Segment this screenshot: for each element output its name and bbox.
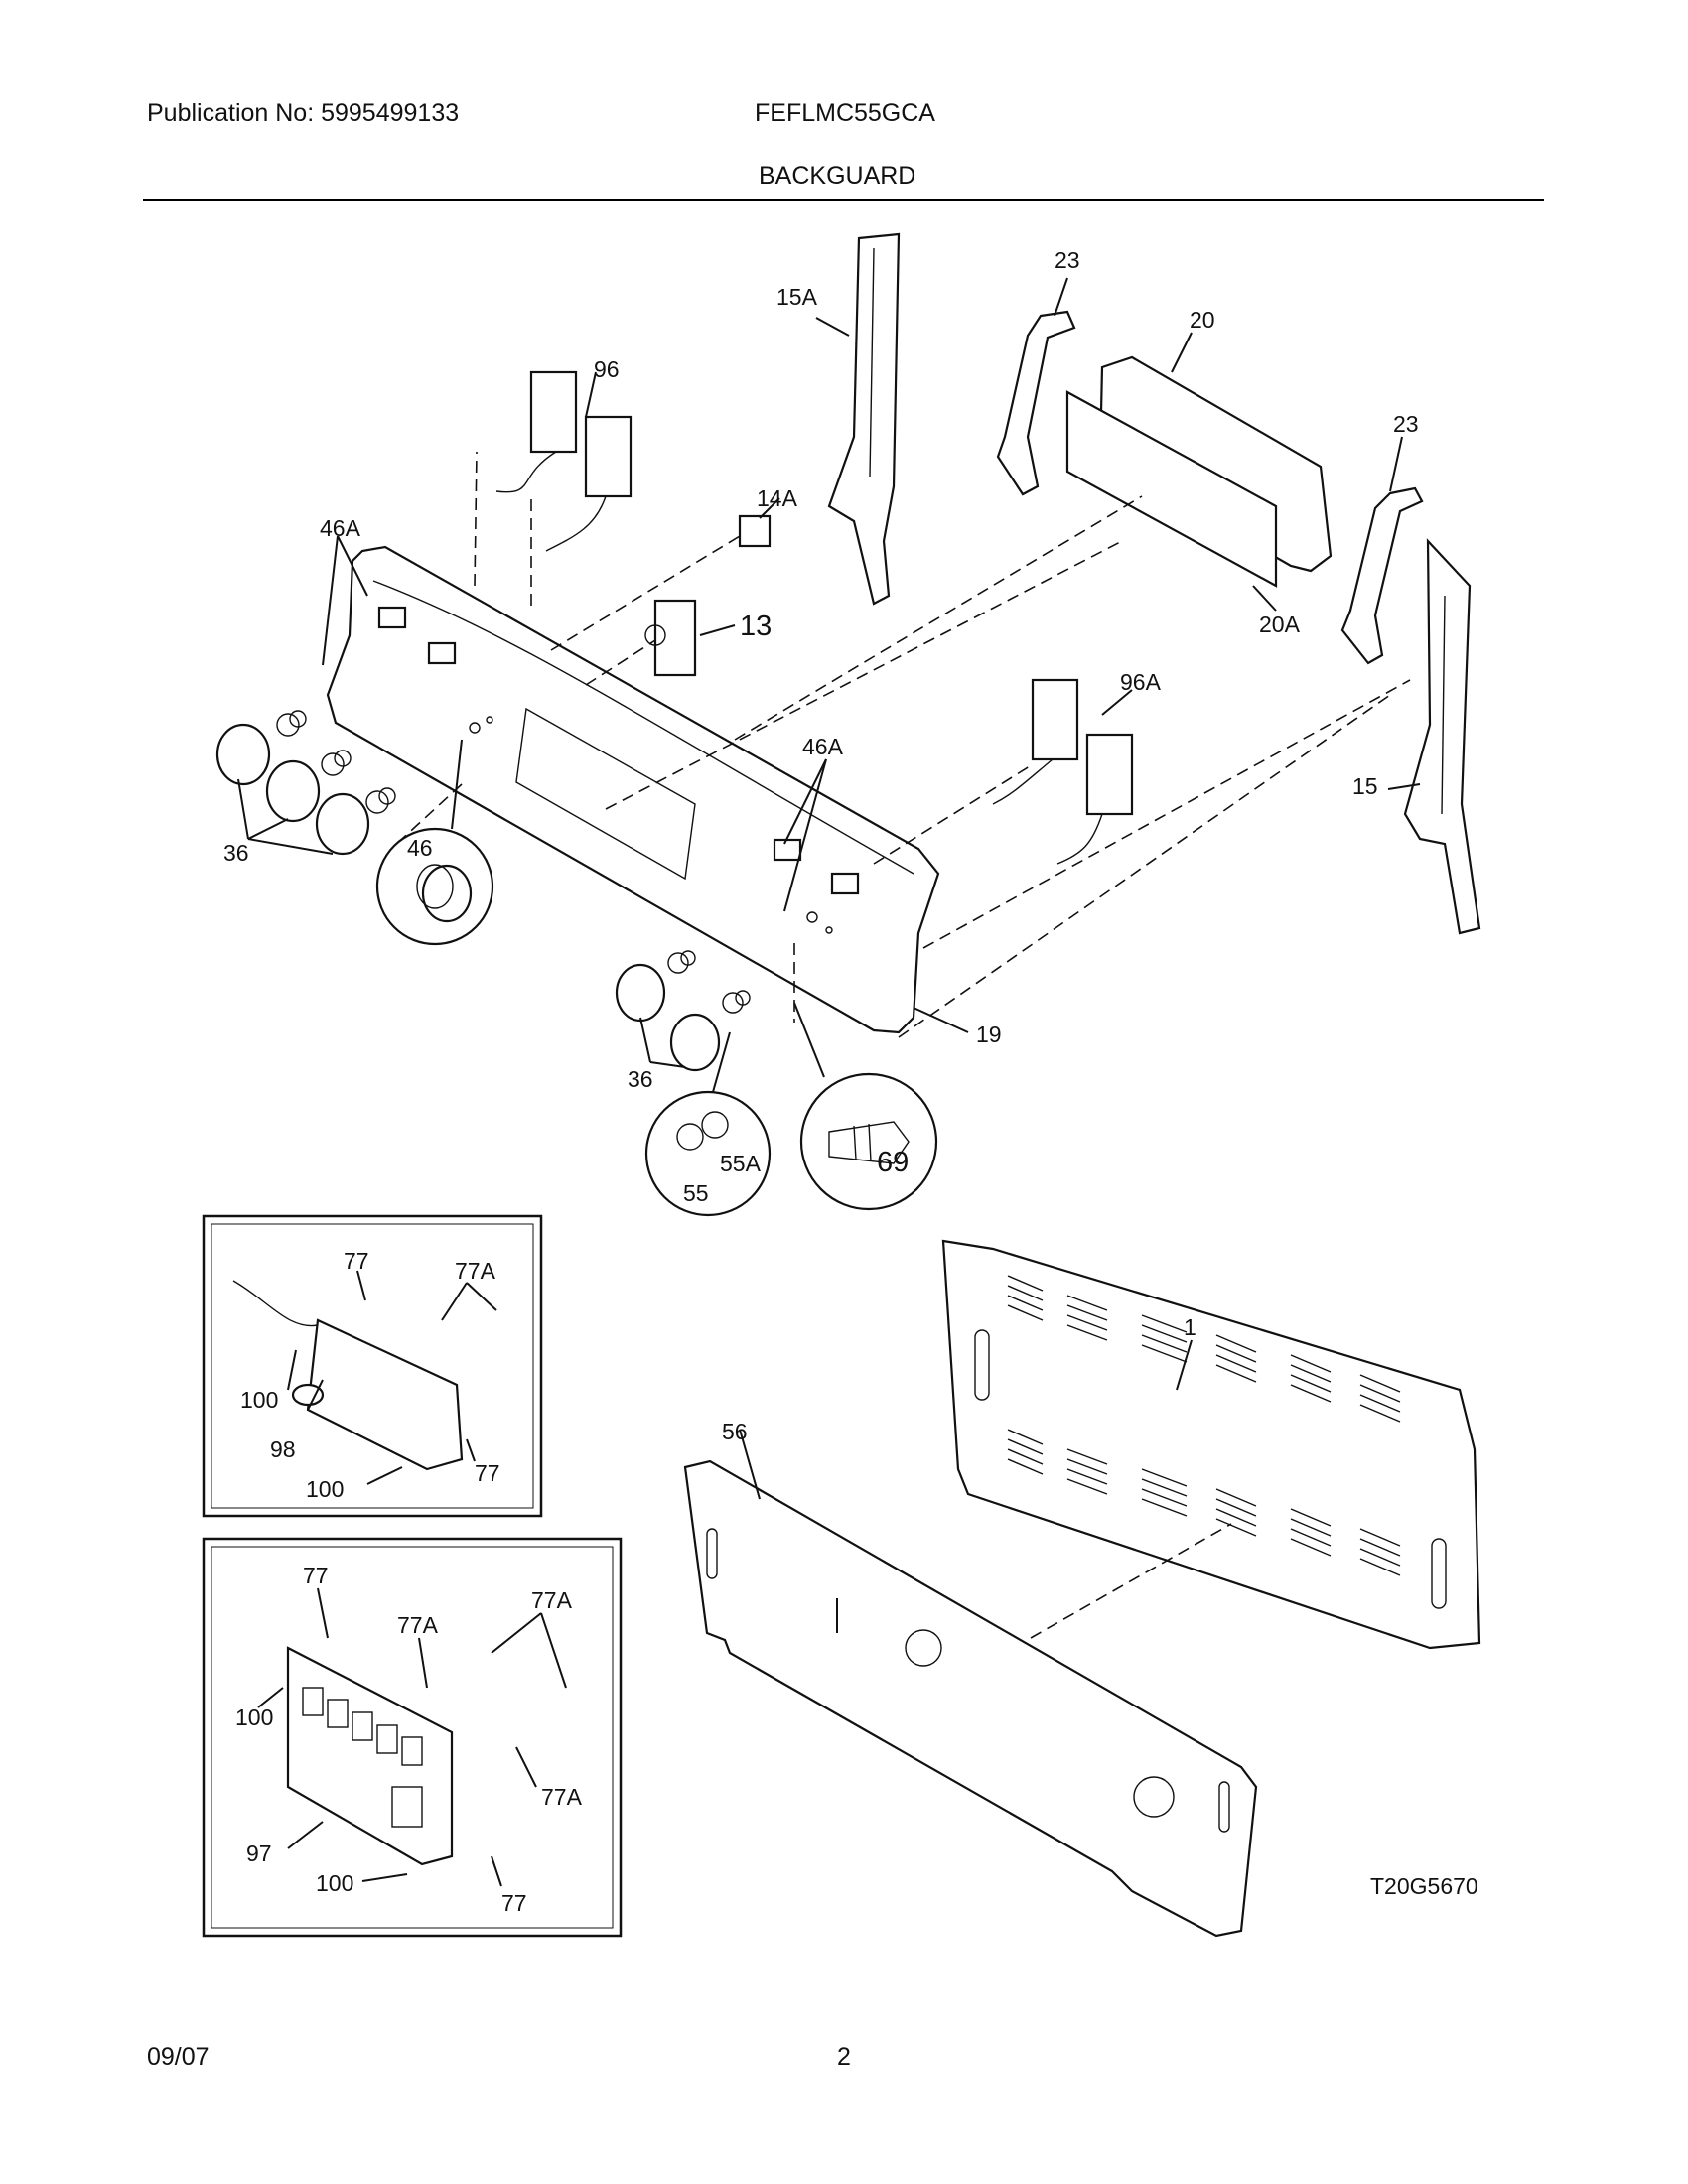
callout-15a: 15A: [776, 284, 818, 310]
publication-number: Publication No: 5995499133: [147, 99, 460, 127]
callout-36-left: 36: [223, 840, 249, 866]
inset2-callout-77a-c: 77A: [541, 1784, 583, 1810]
callout-96a: 96A: [1120, 669, 1162, 695]
model-number: FEFLMC55GCA: [755, 99, 935, 127]
panel-button: [377, 606, 407, 629]
leader-1: [1176, 1339, 1193, 1391]
assembly-line-panels: [1030, 1523, 1232, 1639]
header-rule: [143, 199, 1544, 201]
clip-23-right: [1340, 486, 1424, 665]
switch-14a: [738, 514, 772, 548]
callout-46a-mid: 46A: [802, 734, 844, 759]
footer-page-number: 2: [837, 2043, 851, 2071]
assembly-lines: [401, 451, 1411, 1038]
switch-module-96: [495, 370, 633, 552]
control-board-20: [1065, 355, 1333, 588]
inset-board-97: [202, 1537, 623, 1938]
inset1-callout-77a: 77A: [455, 1258, 496, 1284]
backguard-panel: [326, 545, 940, 1034]
inset2-callout-77-top: 77: [303, 1563, 329, 1588]
callout-56: 56: [722, 1419, 748, 1444]
switch-13: [644, 599, 697, 677]
callout-46a-left: 46A: [320, 515, 361, 541]
side-bracket-15: [1403, 538, 1481, 935]
inset2-callout-77-bottom: 77: [501, 1890, 527, 1916]
detail-circle-69: [799, 1072, 938, 1211]
callout-36-bottom: 36: [628, 1066, 653, 1092]
switch-module-96a: [992, 678, 1134, 865]
rear-panel-1: [941, 1239, 1481, 1650]
detail-circle-46: [375, 827, 494, 946]
side-bracket-15a: [827, 232, 901, 606]
knobs-left: [215, 710, 396, 856]
callout-1: 1: [1184, 1314, 1196, 1340]
callout-20a: 20A: [1259, 612, 1301, 637]
clip-23-top: [996, 310, 1076, 496]
callout-96: 96: [594, 356, 620, 382]
inset1-callout-77-bottom: 77: [475, 1460, 500, 1486]
inset1-callout-77-top: 77: [344, 1248, 369, 1274]
drawing-number: T20G5670: [1370, 1873, 1478, 1899]
callout-55: 55: [683, 1180, 709, 1206]
inset2-callout-77a-b: 77A: [531, 1587, 573, 1613]
knobs-bottom: [615, 950, 751, 1072]
inset1-callout-98: 98: [270, 1436, 296, 1462]
panel-button: [427, 641, 457, 665]
vent-slots: [1007, 1275, 1401, 1576]
callout-69: 69: [877, 1147, 909, 1178]
callout-labels: 15A 23 20 23 20A 96 14A 13 96A 46A 46A 1…: [223, 247, 1478, 1916]
panel-56: [683, 1459, 1258, 1938]
callout-23-right: 23: [1393, 411, 1419, 437]
leader-lines: [237, 277, 1421, 1093]
callout-55a: 55A: [720, 1151, 762, 1176]
callout-13: 13: [740, 611, 772, 642]
inset2-callout-100-bottom: 100: [316, 1870, 353, 1896]
section-title: BACKGUARD: [759, 162, 916, 190]
callout-15: 15: [1352, 773, 1378, 799]
callout-23-top: 23: [1055, 247, 1080, 273]
panel-button: [773, 838, 802, 862]
leader-56: [739, 1429, 761, 1500]
inset2-callout-77a-a: 77A: [397, 1612, 439, 1638]
callout-19: 19: [976, 1022, 1002, 1047]
panel-button: [830, 872, 860, 895]
callout-14a: 14A: [757, 485, 798, 511]
inset-board-98: [202, 1214, 543, 1518]
inset2-callout-97: 97: [246, 1841, 272, 1866]
inset1-callout-100-bottom: 100: [306, 1476, 344, 1502]
inset1-callout-100-top: 100: [240, 1387, 278, 1413]
detail-circle-55: [644, 1090, 772, 1217]
callout-46: 46: [407, 835, 433, 861]
inset2-callout-100-top: 100: [235, 1705, 273, 1730]
footer-date: 09/07: [147, 2043, 210, 2071]
callout-20: 20: [1190, 307, 1215, 333]
